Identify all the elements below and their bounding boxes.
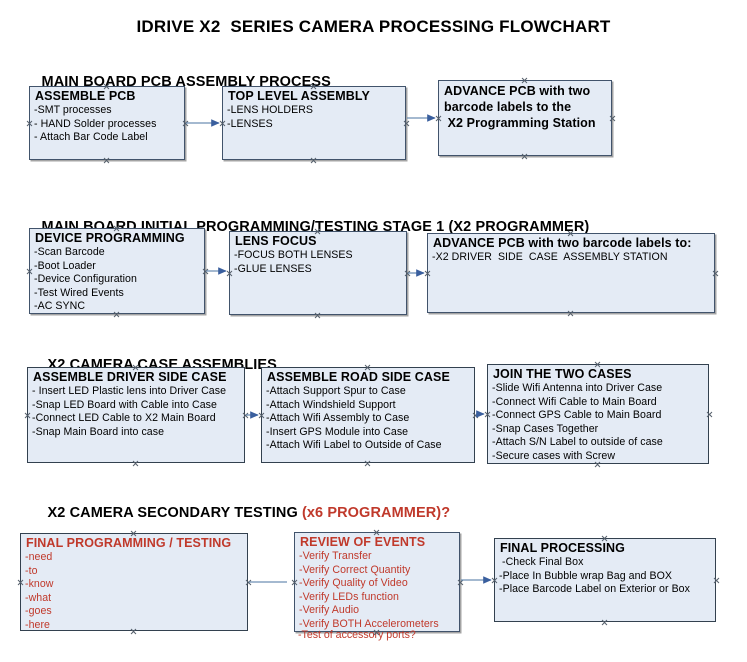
node-line: - Attach Bar Code Label (34, 131, 148, 144)
node-body: -LENS HOLDERS -LENSES (223, 104, 405, 131)
node-assemble-driver-side-case[interactable]: ASSEMBLE DRIVER SIDE CASE - Insert LED P… (27, 367, 245, 463)
node-line: - HAND Solder processes (34, 117, 157, 130)
node-line: -to (25, 564, 38, 577)
node-title: ADVANCE PCB with two barcode labels to t… (444, 84, 596, 130)
node-title: FINAL PROCESSING (500, 541, 625, 555)
node-line: -Verify LEDs function (299, 590, 399, 603)
node-body: -Slide Wifi Antenna into Driver Case -Co… (488, 382, 708, 464)
node-line: -Device Configuration (34, 273, 137, 286)
node-advance-pcb-x2-programming-station[interactable]: ADVANCE PCB with two barcode labels to t… (438, 80, 612, 156)
node-line: -Snap LED Board with Cable into Case (32, 398, 217, 411)
node-line: -Secure cases with Screw (492, 449, 616, 462)
section-heading-accent: (x6 PROGRAMMER)? (301, 505, 451, 521)
node-overflow-line: -Test of accessory ports? (298, 629, 416, 641)
node-body: -Verify Transfer -Verify Correct Quantit… (295, 550, 459, 632)
section-heading-text: X2 CAMERA SECONDARY TESTING (47, 505, 302, 521)
node-body: -X2 DRIVER SIDE CASE ASSEMBLY STATION (428, 251, 714, 265)
node-line: -here (25, 618, 50, 631)
node-line: -Verify Quality of Video (299, 577, 408, 590)
node-title: ASSEMBLE DRIVER SIDE CASE (33, 370, 227, 384)
node-line: -Check Final Box (499, 556, 584, 568)
node-title: DEVICE PROGRAMMING (35, 231, 185, 245)
node-title: JOIN THE TWO CASES (493, 367, 632, 381)
node-line: -Connect LED Cable to X2 Main Board (32, 412, 216, 425)
node-title: FINAL PROGRAMMING / TESTING (26, 536, 232, 550)
node-line: -Verify Audio (299, 604, 360, 617)
node-line: -Place Barcode Label on Exterior or Box (499, 583, 690, 596)
node-line: -Snap Cases Together (492, 422, 599, 435)
node-final-programming-testing[interactable]: FINAL PROGRAMMING / TESTING -need -to -k… (20, 533, 248, 631)
node-title: REVIEW OF EVENTS (300, 535, 426, 549)
node-line: -Verify Correct Quantity (299, 563, 411, 576)
node-line: -Insert GPS Module into Case (266, 425, 409, 438)
node-line: -Boot Loader (34, 259, 96, 272)
node-body: -Scan Barcode -Boot Loader -Device Confi… (30, 246, 204, 314)
node-title: ASSEMBLE ROAD SIDE CASE (267, 370, 450, 384)
node-lens-focus[interactable]: LENS FOCUS -FOCUS BOTH LENSES -GLUE LENS… (229, 231, 407, 315)
node-line: -Attach Support Spur to Case (266, 385, 406, 397)
node-title: ASSEMBLE PCB (35, 89, 136, 103)
node-title: TOP LEVEL ASSEMBLY (228, 89, 370, 103)
node-line: -X2 DRIVER SIDE CASE ASSEMBLY STATION (432, 251, 668, 263)
node-line: -Attach S/N Label to outside of case (492, 436, 663, 449)
node-line: -Slide Wifi Antenna into Driver Case (492, 382, 663, 394)
node-top-level-assembly[interactable]: TOP LEVEL ASSEMBLY -LENS HOLDERS -LENSES (222, 86, 406, 160)
node-review-of-events[interactable]: REVIEW OF EVENTS -Verify Transfer -Verif… (294, 532, 460, 632)
node-title: ADVANCE PCB with two barcode labels to: (433, 236, 692, 250)
node-body: -need -to -know -what -goes -here (21, 551, 247, 633)
node-assemble-road-side-case[interactable]: ASSEMBLE ROAD SIDE CASE -Attach Support … (261, 367, 475, 463)
node-line: -Verify BOTH Accelerometers (299, 617, 439, 630)
node-line: -know (25, 578, 54, 591)
node-final-processing[interactable]: FINAL PROCESSING -Check Final Box -Place… (494, 538, 716, 622)
node-line: -Attach Wifi Assembly to Case (266, 412, 410, 425)
node-line: -Scan Barcode (34, 246, 105, 258)
node-line: - Insert LED Plastic lens into Driver Ca… (32, 385, 227, 397)
node-body: -Attach Support Spur to Case -Attach Win… (262, 385, 474, 453)
node-line: -LENS HOLDERS (227, 104, 314, 116)
node-line: -LENSES (227, 117, 273, 130)
node-body: - Insert LED Plastic lens into Driver Ca… (28, 385, 244, 439)
node-line: -what (25, 591, 52, 604)
node-line: -Test Wired Events (34, 286, 124, 299)
node-join-the-two-cases[interactable]: JOIN THE TWO CASES -Slide Wifi Antenna i… (487, 364, 709, 464)
node-body: -SMT processes - HAND Solder processes -… (30, 104, 184, 145)
node-device-programming[interactable]: DEVICE PROGRAMMING -Scan Barcode -Boot L… (29, 228, 205, 314)
node-line: -Connect Wifi Cable to Main Board (492, 395, 657, 408)
node-line: -Attach Windshield Support (266, 398, 396, 411)
node-line: -AC SYNC (34, 300, 86, 313)
node-advance-pcb-driver-side-case[interactable]: ADVANCE PCB with two barcode labels to: … (427, 233, 715, 313)
node-line: -goes (25, 605, 52, 618)
node-line: -Connect GPS Cable to Main Board (492, 409, 662, 422)
node-assemble-pcb[interactable]: ASSEMBLE PCB -SMT processes - HAND Solde… (29, 86, 185, 160)
section-heading-x2-camera-secondary-testing: X2 CAMERA SECONDARY TESTING (x6 PROGRAMM… (31, 489, 451, 537)
page-title: IDRIVE X2 SERIES CAMERA PROCESSING FLOWC… (136, 17, 611, 36)
node-line: -SMT processes (34, 104, 112, 116)
node-line: -GLUE LENSES (234, 262, 312, 275)
node-line: -Attach Wifi Label to Outside of Case (266, 439, 442, 452)
node-title: LENS FOCUS (235, 234, 317, 248)
node-body: -FOCUS BOTH LENSES -GLUE LENSES (230, 249, 406, 276)
node-line: -Verify Transfer (299, 550, 372, 562)
node-line: -FOCUS BOTH LENSES (234, 249, 353, 261)
node-line: -Place In Bubble wrap Bag and BOX (499, 569, 673, 582)
node-body: -Check Final Box -Place In Bubble wrap B… (495, 556, 715, 597)
node-line: -Snap Main Board into case (32, 425, 165, 438)
node-line: -need (25, 551, 53, 563)
